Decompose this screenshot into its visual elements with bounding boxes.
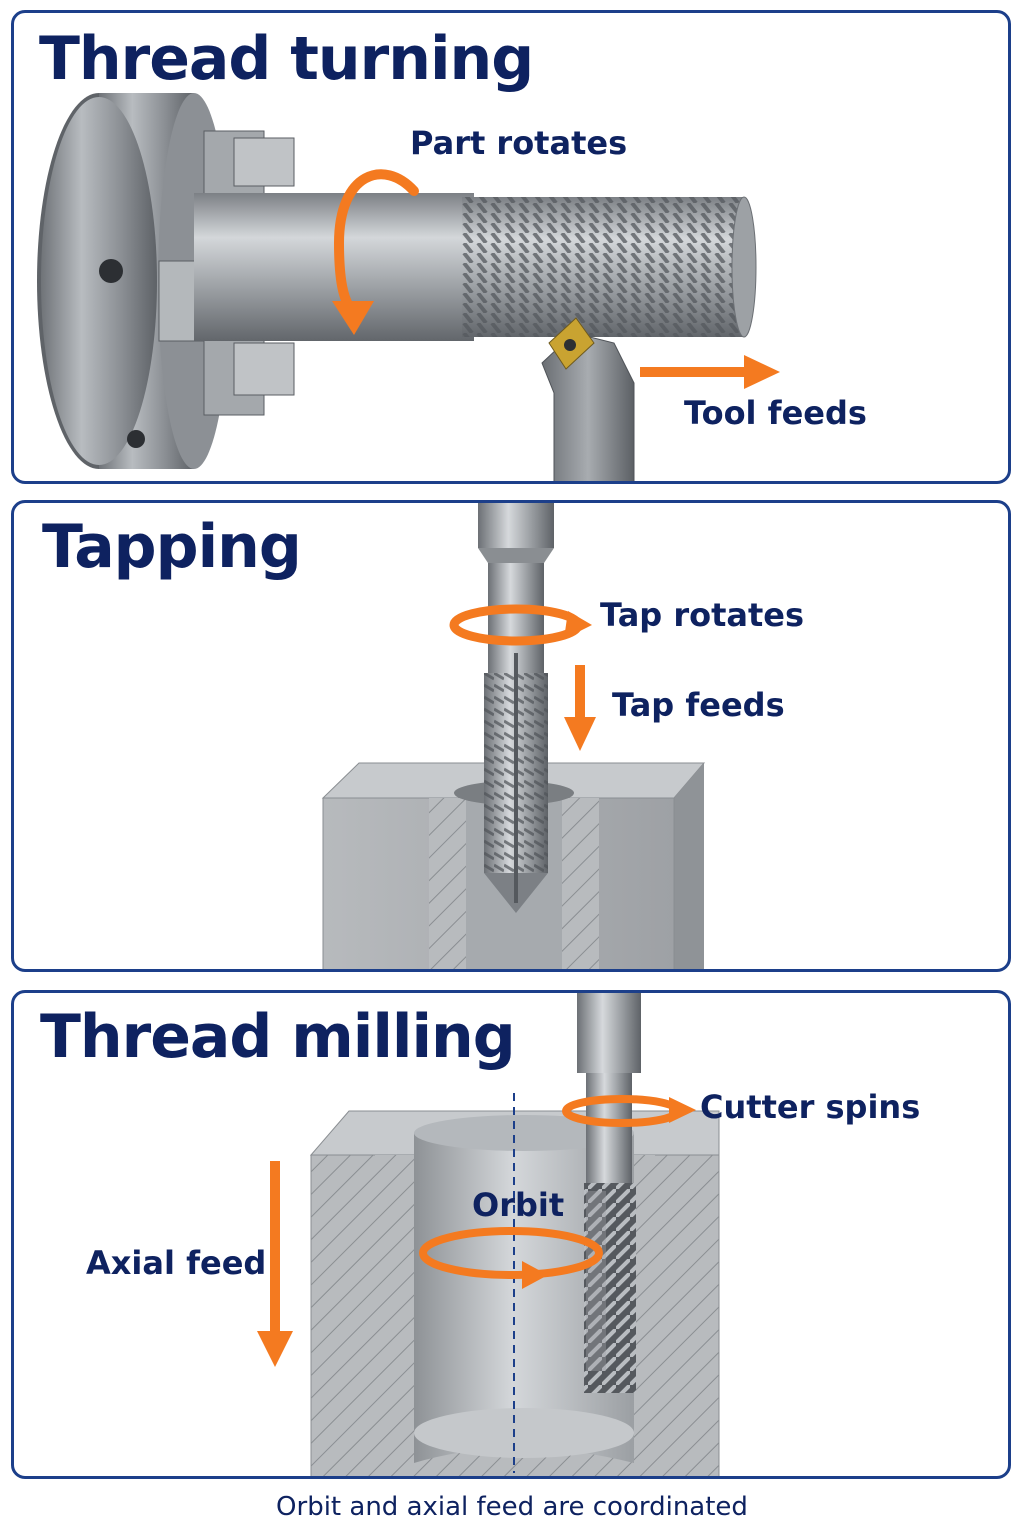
thread-mill-icon xyxy=(577,993,641,1393)
workpiece-block-icon xyxy=(309,1093,720,1476)
panel-title: Thread turning xyxy=(39,24,534,94)
rotation-arrow-icon xyxy=(449,604,592,646)
part-rotates-label: Part rotates xyxy=(410,124,628,162)
rotation-arrow-icon xyxy=(419,1227,603,1289)
tap-rotates-label: Tap rotates xyxy=(600,596,805,634)
figure-caption: Orbit and axial feed are coordinated xyxy=(276,1492,748,1522)
feed-arrow-icon xyxy=(640,355,780,389)
rotation-arrow-icon xyxy=(562,1095,696,1127)
thread-milling-panel: Thread milling Cutter spins Orbit Axial … xyxy=(11,990,1011,1479)
tool-feeds-label: Tool feeds xyxy=(684,394,867,432)
threaded-part-icon xyxy=(194,193,757,341)
feed-arrow-icon xyxy=(564,665,596,751)
rotation-arrow-icon xyxy=(332,169,419,335)
panel-title: Thread milling xyxy=(40,1002,516,1072)
tap-icon xyxy=(478,503,554,913)
feed-arrow-icon xyxy=(257,1161,293,1367)
tapping-illustration xyxy=(321,503,706,969)
axial-feed-label: Axial feed xyxy=(86,1244,267,1282)
thread-turning-panel: Thread turning Part rotates Tool feeds xyxy=(11,10,1011,484)
thread-turning-illustration xyxy=(37,93,780,481)
tapping-panel: Tapping Tap rotates Tap feeds xyxy=(11,500,1011,972)
panel-title: Tapping xyxy=(42,512,302,582)
thread-milling-illustration xyxy=(257,993,720,1476)
cutting-tool-icon xyxy=(541,317,635,481)
tap-feeds-label: Tap feeds xyxy=(612,686,785,724)
orbit-label: Orbit xyxy=(472,1186,565,1224)
cutter-spins-label: Cutter spins xyxy=(700,1088,921,1126)
